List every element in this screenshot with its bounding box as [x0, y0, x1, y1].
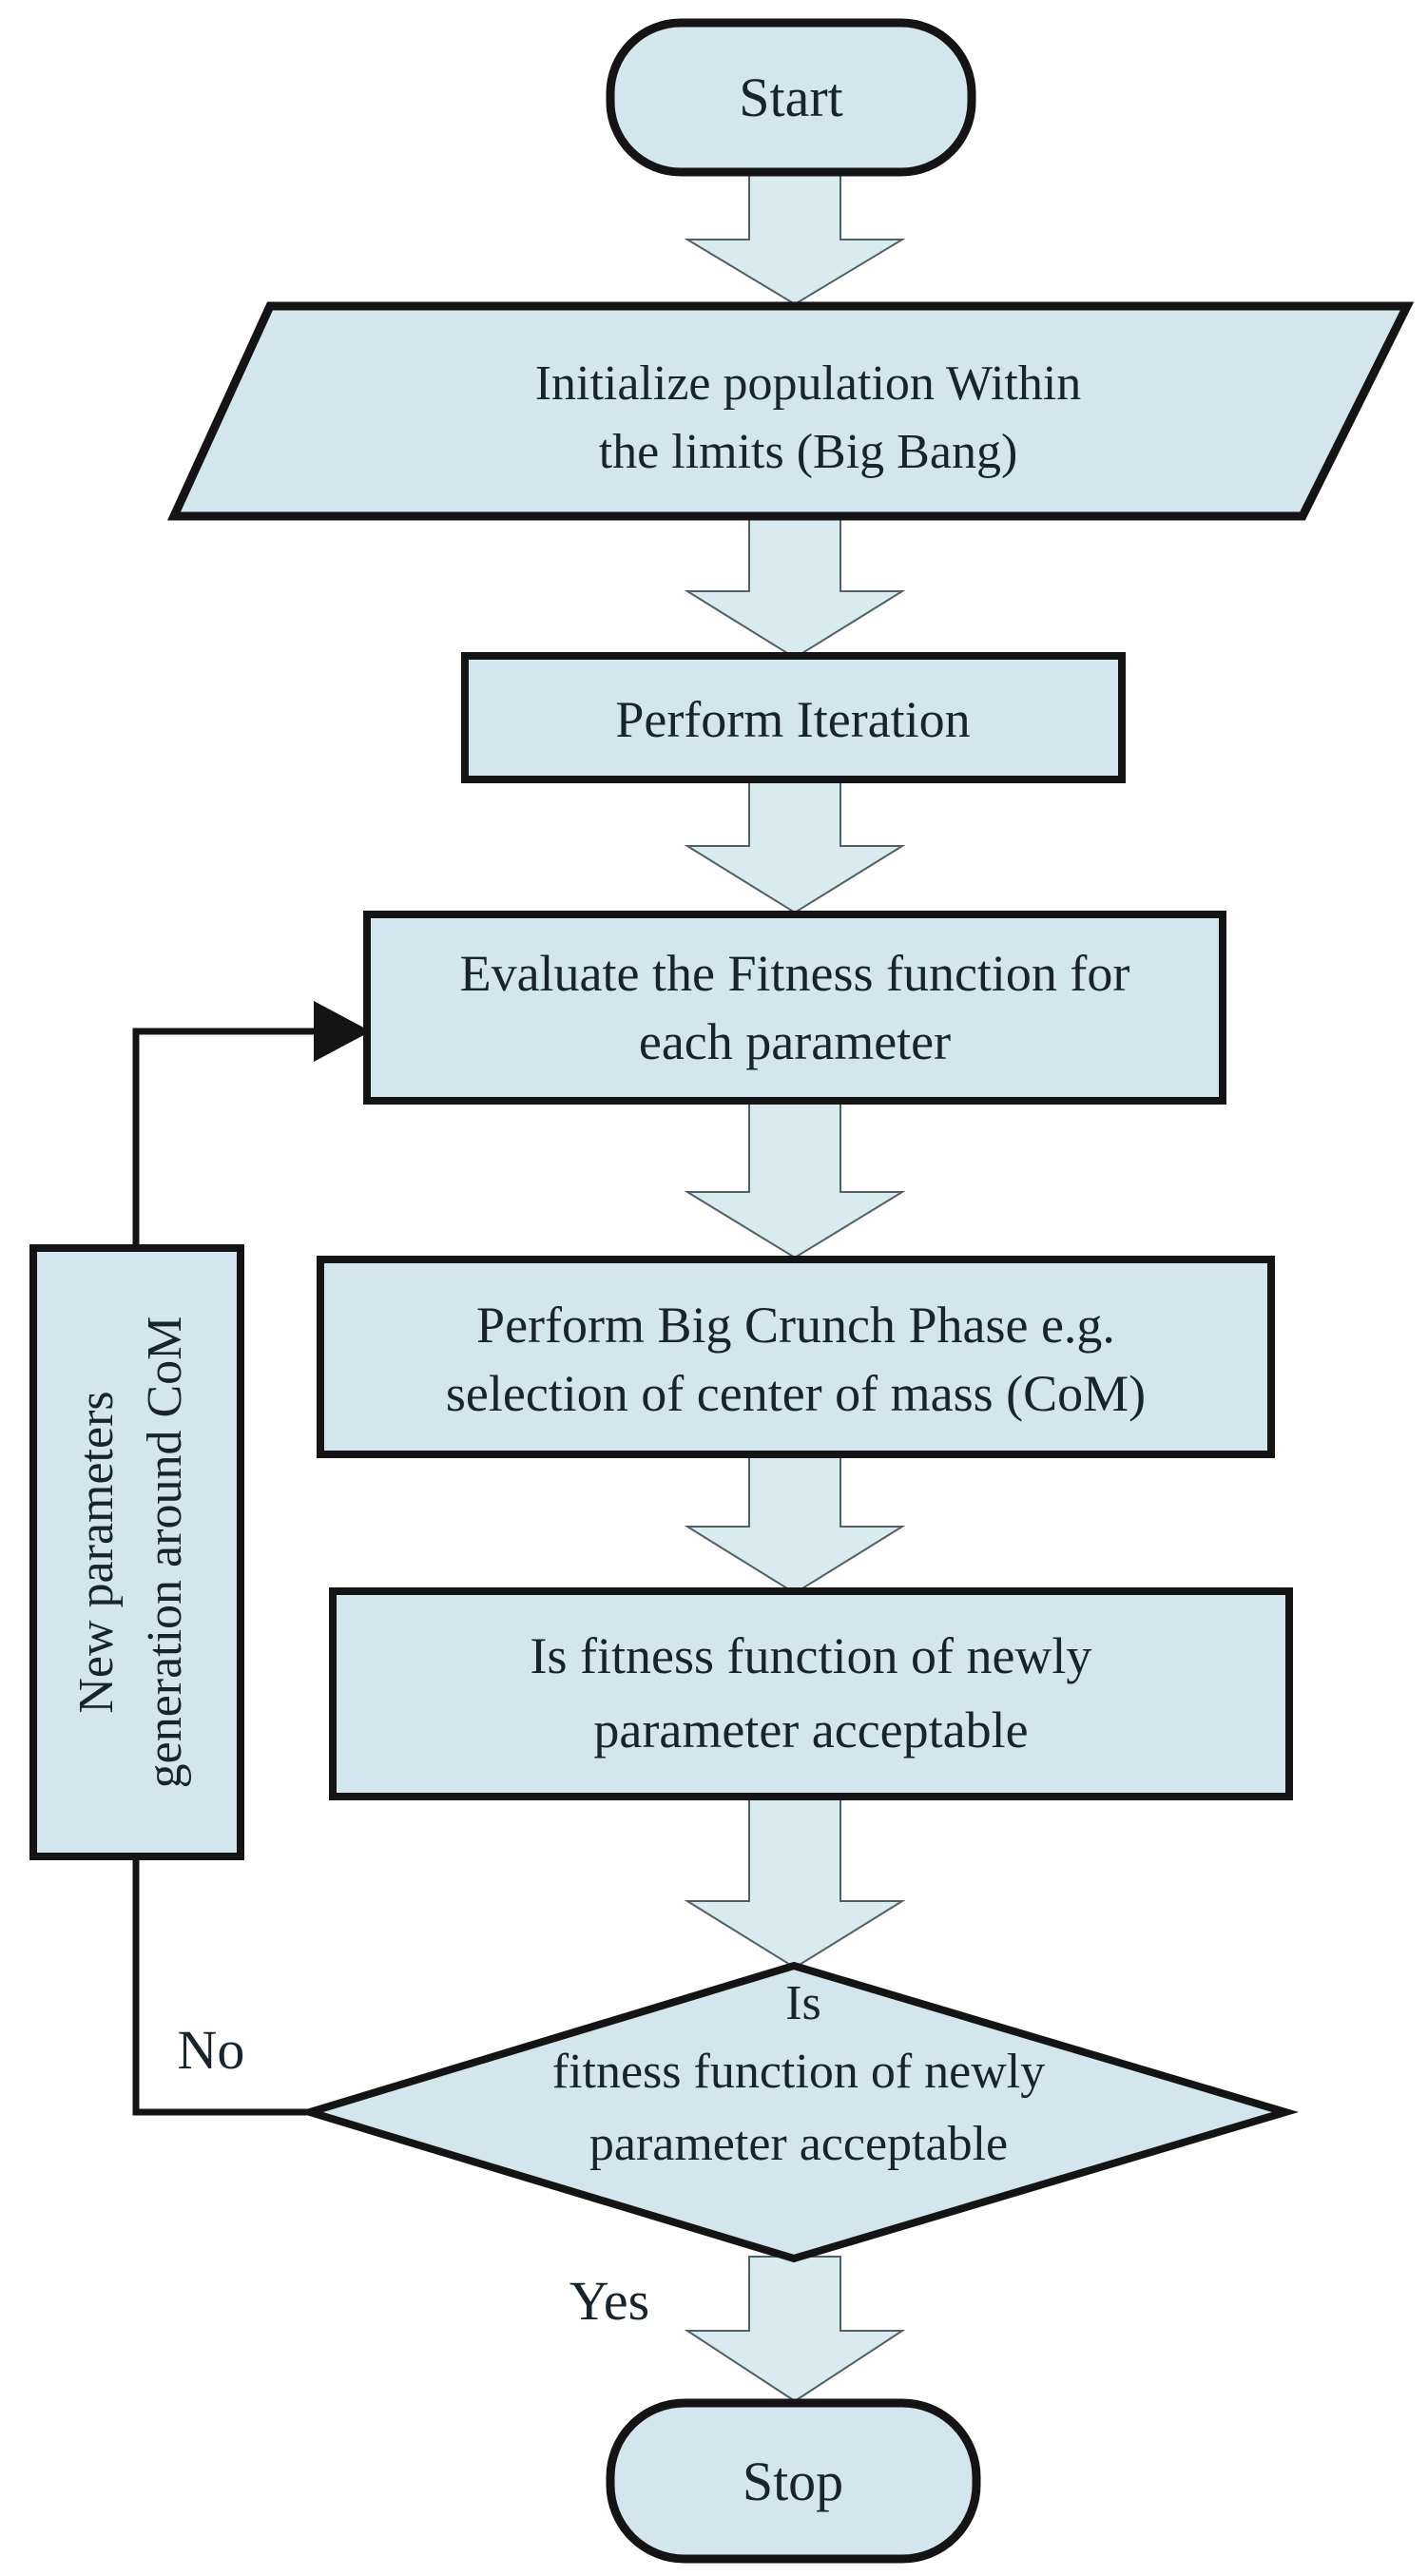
iterate-rect [461, 652, 1126, 783]
init-parallelogram [166, 301, 1415, 521]
down-arrow-check-to-decision-icon [684, 1794, 906, 1970]
down-arrow-crunch-to-check-icon [684, 1451, 906, 1595]
decision-label-line3: parameter acceptable [589, 2117, 1008, 2171]
stop-node [606, 2398, 981, 2564]
big-crunch-rect [317, 1256, 1275, 1458]
evaluate-label-line1: Evaluate the Fitness function for [460, 945, 1130, 1002]
down-arrow-start-to-init-icon [684, 169, 906, 306]
stop-label: Stop [743, 2451, 843, 2512]
fitness-check-rect [329, 1587, 1293, 1800]
new-params-label-line1: New parameters [69, 1391, 124, 1713]
yes-branch-label: Yes [569, 2270, 649, 2332]
feedback-connector-newparams-to-evaluate [132, 1028, 318, 1248]
feedback-connector-diamond-to-newparams [132, 1859, 310, 2116]
down-arrow-init-to-iterate-icon [684, 512, 906, 660]
evaluate-rect [363, 911, 1226, 1105]
iterate-label: Perform Iteration [615, 691, 970, 748]
start-label: Start [739, 67, 843, 128]
new-params-label-line2: generation around CoM [138, 1317, 192, 1789]
no-branch-label: No [178, 2019, 245, 2081]
init-label-line2: the limits (Big Bang) [599, 425, 1018, 479]
fitness-check-label-line2: parameter acceptable [593, 1701, 1028, 1759]
init-label-line1: Initialize population Within [535, 356, 1082, 411]
big-crunch-label-line2: selection of center of mass (CoM) [446, 1365, 1146, 1422]
new-params-rect [29, 1244, 244, 1860]
decision-diamond [297, 1961, 1300, 2263]
fitness-check-label-line1: Is fitness function of newly [531, 1627, 1092, 1684]
evaluate-label-line2: each parameter [639, 1013, 951, 1070]
decision-label-line2: fitness function of newly [552, 2045, 1045, 2099]
down-arrow-decision-to-stop-icon [684, 2256, 906, 2403]
down-arrow-evaluate-to-crunch-icon [684, 1098, 906, 1259]
feedback-arrowhead-icon [314, 1001, 371, 1062]
big-crunch-label-line1: Perform Big Crunch Phase e.g. [476, 1297, 1115, 1354]
start-node [606, 18, 976, 177]
down-arrow-iterate-to-evaluate-icon [684, 777, 906, 914]
decision-label-line1: Is [785, 1976, 821, 2030]
